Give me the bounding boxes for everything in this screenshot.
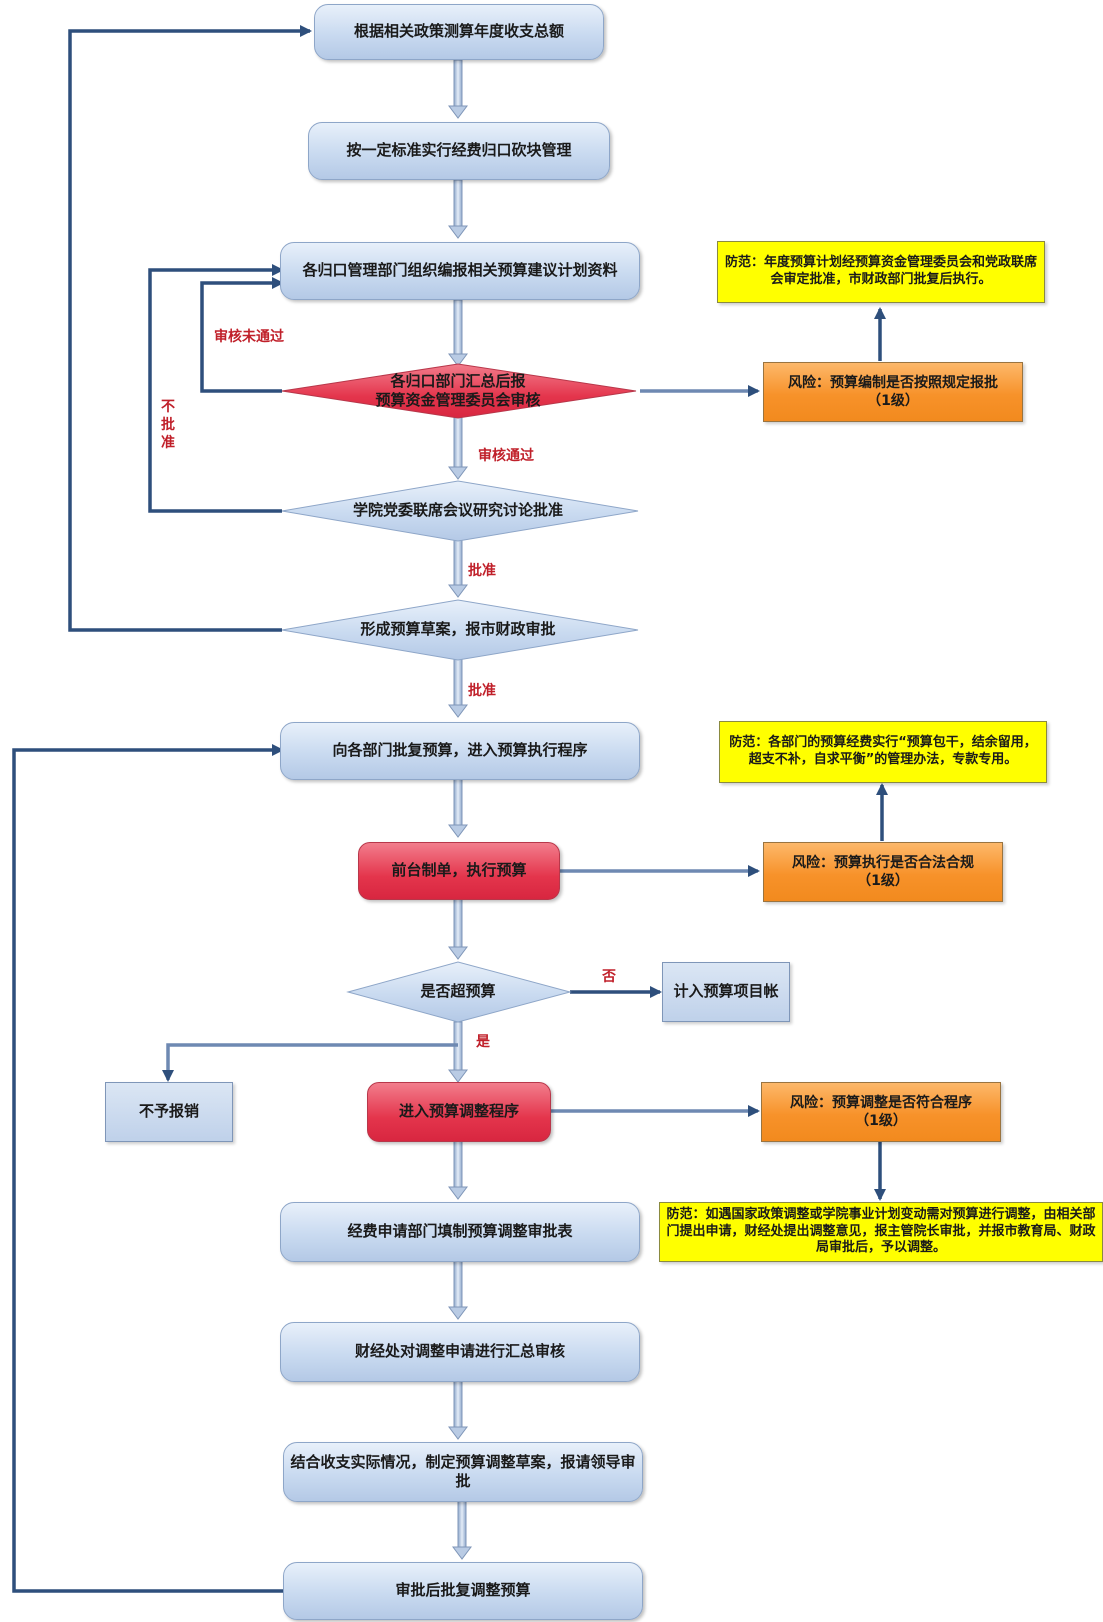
step-execute-budget: 前台制单，执行预算 <box>358 842 560 900</box>
connector-n9-n10 <box>448 1260 468 1320</box>
loop-d3-to-n1 <box>68 25 312 632</box>
connector-n3-d1 <box>448 299 468 367</box>
connector-n5-d4 <box>448 898 468 960</box>
guard-budget-contracting: 防范：各部门的预算经费实行“预算包干，结余留用，超支不补，自求平衡”的管理办法，… <box>719 721 1047 783</box>
step-approve-adjustment: 审批后批复调整预算 <box>283 1562 643 1620</box>
step-estimate-annual-total: 根据相关政策测算年度收支总额 <box>314 4 604 60</box>
connector-d2-d3 <box>448 538 468 598</box>
loop-review-failed <box>200 277 284 393</box>
connector-n8-n9 <box>448 1140 468 1200</box>
decision-party-approval <box>281 480 639 542</box>
step-centralized-management: 按一定标准实行经费归口砍块管理 <box>308 122 610 180</box>
label-approved-1: 批准 <box>468 563 496 579</box>
risk-budget-compilation: 风险：预算编制是否按照规定报批 （1级） <box>763 362 1023 422</box>
risk-budget-execution: 风险：预算执行是否合法合规 （1级） <box>763 842 1003 902</box>
risk-budget-adjustment-line1: 风险：预算调整是否符合程序 <box>790 1094 972 1111</box>
loop-n12-to-n4 <box>12 744 286 1593</box>
label-not-approved: 不批准 <box>161 399 175 451</box>
decision-draft-submission <box>281 599 639 661</box>
step-record-project-account: 计入预算项目帐 <box>662 962 790 1022</box>
risk-connectors <box>162 385 760 1117</box>
label-review-failed: 审核未通过 <box>214 329 284 345</box>
label-yes: 是 <box>476 1034 490 1050</box>
decision-committee-review-line2: 预算资金管理委员会审核 <box>375 391 541 409</box>
risk-budget-execution-line1: 风险：预算执行是否合法合规 <box>792 854 974 871</box>
label-review-passed: 审核通过 <box>478 448 534 464</box>
connector-n1-n2 <box>448 59 468 119</box>
risk-to-guard-arrows <box>874 307 888 1201</box>
label-approved-2: 批准 <box>468 683 496 699</box>
connector-n10-n11 <box>448 1380 468 1440</box>
decision-party-approval-text: 学院党委联席会议研究讨论批准 <box>352 501 563 520</box>
risk-budget-execution-line2: （1级） <box>857 873 909 889</box>
step-enter-adjustment-procedure: 进入预算调整程序 <box>367 1082 551 1142</box>
connector-n11-n12 <box>452 1500 472 1560</box>
feedback-loops <box>12 25 312 1593</box>
connector-d1-d2 <box>448 416 468 480</box>
step-no-reimbursement: 不予报销 <box>105 1082 233 1142</box>
guard-budget-approval: 防范：年度预算计划经预算资金管理委员会和党政联席会审定批准，市财政部门批复后执行… <box>717 241 1045 303</box>
risk-budget-adjustment-line2: （1级） <box>855 1113 907 1129</box>
connector-d4-n8 <box>448 1021 468 1083</box>
connector-d3-n4 <box>448 658 468 718</box>
loop-not-approved <box>148 264 284 513</box>
decision-draft-submission-text: 形成预算草案，报市财政审批 <box>360 620 556 639</box>
decision-over-budget <box>346 961 572 1023</box>
risk-budget-adjustment: 风险：预算调整是否符合程序 （1级） <box>761 1082 1001 1142</box>
step-finance-review: 财经处对调整申请进行汇总审核 <box>280 1322 640 1382</box>
decision-over-budget-text: 是否超预算 <box>420 982 496 1001</box>
risk-budget-compilation-line2: （1级） <box>867 393 919 409</box>
decision-committee-review <box>281 363 637 419</box>
guard-budget-adjustment: 防范：如遇国家政策调整或学院事业计划变动需对预算进行调整，由相关部门提出申请，财… <box>659 1202 1103 1262</box>
label-no: 否 <box>602 969 616 985</box>
connector-n2-n3 <box>448 179 468 239</box>
decision-committee-review-text: 各归口部门汇总后报预算资金管理委员会审核 <box>340 370 576 412</box>
connector-n4-n5 <box>448 778 468 838</box>
risk-budget-compilation-line1: 风险：预算编制是否按照规定报批 <box>788 374 998 391</box>
step-draft-adjustment-plan: 结合收支实际情况，制定预算调整草案，报请领导审批 <box>283 1442 643 1502</box>
decision-committee-review-line1: 各归口部门汇总后报 <box>390 371 526 390</box>
connector-d4-n7 <box>162 1043 458 1082</box>
step-approve-department-budgets: 向各部门批复预算，进入预算执行程序 <box>280 722 640 780</box>
step-fill-adjustment-form: 经费申请部门填制预算调整审批表 <box>280 1202 640 1262</box>
step-departments-compile-budget: 各归口管理部门组织编报相关预算建议计划资料 <box>280 242 640 300</box>
